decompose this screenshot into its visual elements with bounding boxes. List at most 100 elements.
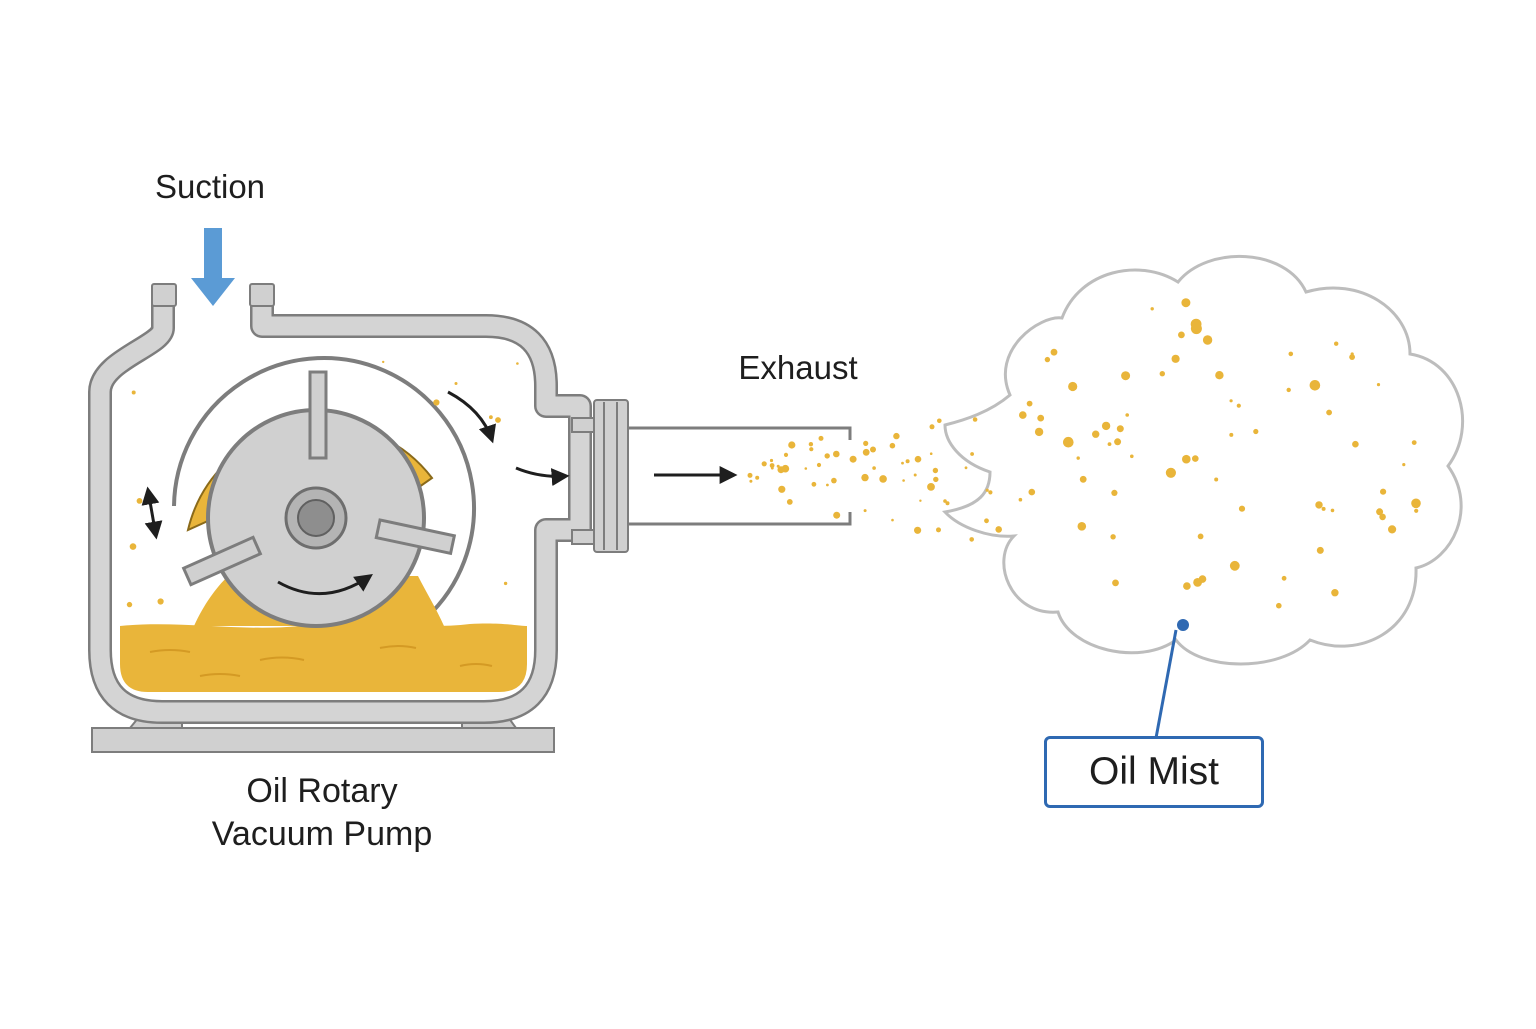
oil-droplet bbox=[870, 446, 876, 453]
oil-droplet bbox=[126, 601, 133, 608]
oil-droplet bbox=[933, 476, 939, 483]
stator-arc bbox=[172, 356, 476, 620]
exhaust-pipe bbox=[628, 426, 852, 526]
suction-label: Suction bbox=[154, 168, 266, 205]
oil-droplet bbox=[932, 467, 939, 474]
oil-droplet bbox=[761, 461, 767, 467]
oil-droplet bbox=[1331, 589, 1339, 597]
oil-droplet bbox=[893, 432, 900, 440]
oil-droplet bbox=[863, 440, 869, 446]
suction-arrow bbox=[191, 228, 235, 306]
oil-droplet bbox=[1112, 579, 1119, 587]
oil-droplet bbox=[1110, 534, 1116, 540]
oil-droplet bbox=[901, 461, 904, 465]
oil-droplet bbox=[1171, 354, 1180, 363]
oil-droplet bbox=[879, 475, 887, 483]
oil-droplet bbox=[783, 452, 789, 457]
oil-droplet bbox=[1192, 455, 1199, 462]
oil-droplet bbox=[937, 418, 942, 424]
oil-droplet bbox=[970, 452, 974, 456]
oil-droplet bbox=[1402, 463, 1406, 467]
oil-droplet bbox=[1037, 414, 1045, 422]
oil-droplet bbox=[927, 483, 935, 491]
pump-label-line1: Oil Rotary bbox=[246, 772, 398, 810]
oil-droplet bbox=[1116, 425, 1124, 433]
oil-droplet bbox=[816, 462, 822, 468]
oil-droplet bbox=[818, 435, 824, 441]
exhaust-flange bbox=[571, 399, 629, 553]
oil-droplet bbox=[849, 455, 857, 463]
oil-droplet bbox=[786, 499, 793, 505]
oil-droplet bbox=[776, 464, 780, 468]
oil-droplet bbox=[936, 527, 941, 533]
oil-droplet bbox=[1068, 381, 1078, 392]
oil-droplet bbox=[1238, 505, 1246, 512]
oil-droplet bbox=[1150, 307, 1154, 311]
pump-housing bbox=[88, 283, 592, 724]
oil-droplet bbox=[1288, 351, 1294, 357]
oil-droplet bbox=[1159, 371, 1166, 377]
oil-droplet bbox=[1321, 506, 1326, 511]
oil-droplet bbox=[1229, 432, 1234, 437]
oil-droplet bbox=[1107, 442, 1112, 446]
oil-droplet bbox=[804, 467, 808, 470]
oil-droplet bbox=[811, 481, 817, 487]
oil-droplet bbox=[1018, 497, 1023, 502]
oil-droplet bbox=[995, 526, 1002, 533]
oil-droplet bbox=[1079, 475, 1087, 483]
oil-droplet bbox=[1411, 498, 1421, 509]
pump-label-line2: Vacuum Pump bbox=[211, 815, 433, 853]
oil-droplet bbox=[972, 417, 978, 422]
oil-droplet bbox=[1101, 421, 1111, 431]
oil-droplet bbox=[1183, 582, 1191, 590]
oil-droplet bbox=[1165, 467, 1176, 478]
oil-droplet bbox=[833, 450, 840, 458]
oil-droplet bbox=[1334, 341, 1339, 346]
rotor bbox=[206, 408, 426, 628]
oil-droplet bbox=[1034, 427, 1044, 437]
oil-droplet bbox=[861, 473, 869, 482]
oil-droplet bbox=[1376, 508, 1384, 516]
oil-droplet bbox=[919, 499, 922, 502]
oil-droplet bbox=[1182, 454, 1191, 464]
oil-droplet bbox=[1190, 318, 1202, 330]
oil-droplet bbox=[945, 501, 950, 506]
oil-droplet bbox=[984, 518, 989, 524]
oil-droplet bbox=[769, 463, 775, 468]
pump-label: Oil Rotary Vacuum Pump bbox=[172, 770, 472, 856]
oil-droplet bbox=[1028, 488, 1036, 496]
oil-droplet bbox=[914, 455, 922, 463]
oil-droplet bbox=[808, 442, 814, 447]
oil-droplet bbox=[778, 485, 786, 493]
oil-droplet bbox=[863, 509, 867, 513]
oil-droplet bbox=[929, 424, 935, 430]
oil-droplet bbox=[1315, 501, 1323, 509]
flow-arrows bbox=[141, 390, 738, 596]
oil-droplet bbox=[826, 483, 829, 487]
oil-droplet bbox=[833, 511, 841, 519]
oil-droplet bbox=[1276, 602, 1282, 609]
oil-droplet bbox=[964, 466, 968, 470]
oil-droplet bbox=[382, 360, 385, 364]
oil-droplet bbox=[914, 526, 922, 534]
oil-droplet bbox=[747, 472, 753, 478]
oil-droplet bbox=[891, 518, 894, 522]
oil-droplet bbox=[1330, 508, 1335, 513]
oil-droplet bbox=[495, 417, 501, 423]
oil-droplet bbox=[969, 537, 974, 542]
oil-droplet bbox=[1281, 575, 1287, 581]
exhaust-label: Exhaust bbox=[738, 349, 858, 386]
oil-droplet bbox=[1286, 387, 1291, 393]
oil-droplet bbox=[129, 543, 137, 550]
oil-droplet bbox=[503, 581, 508, 586]
oil-droplet bbox=[1114, 438, 1122, 446]
oil-droplet bbox=[824, 453, 830, 459]
oil-droplet bbox=[1253, 428, 1259, 435]
oil-droplet bbox=[985, 488, 989, 492]
oil-droplet bbox=[1376, 383, 1381, 387]
oil-droplet bbox=[913, 473, 917, 477]
oil-droplet bbox=[781, 464, 790, 473]
oil-mist-label: Oil Mist bbox=[1089, 750, 1219, 793]
oil-droplet bbox=[1202, 335, 1213, 345]
oil-droplet bbox=[988, 490, 993, 495]
